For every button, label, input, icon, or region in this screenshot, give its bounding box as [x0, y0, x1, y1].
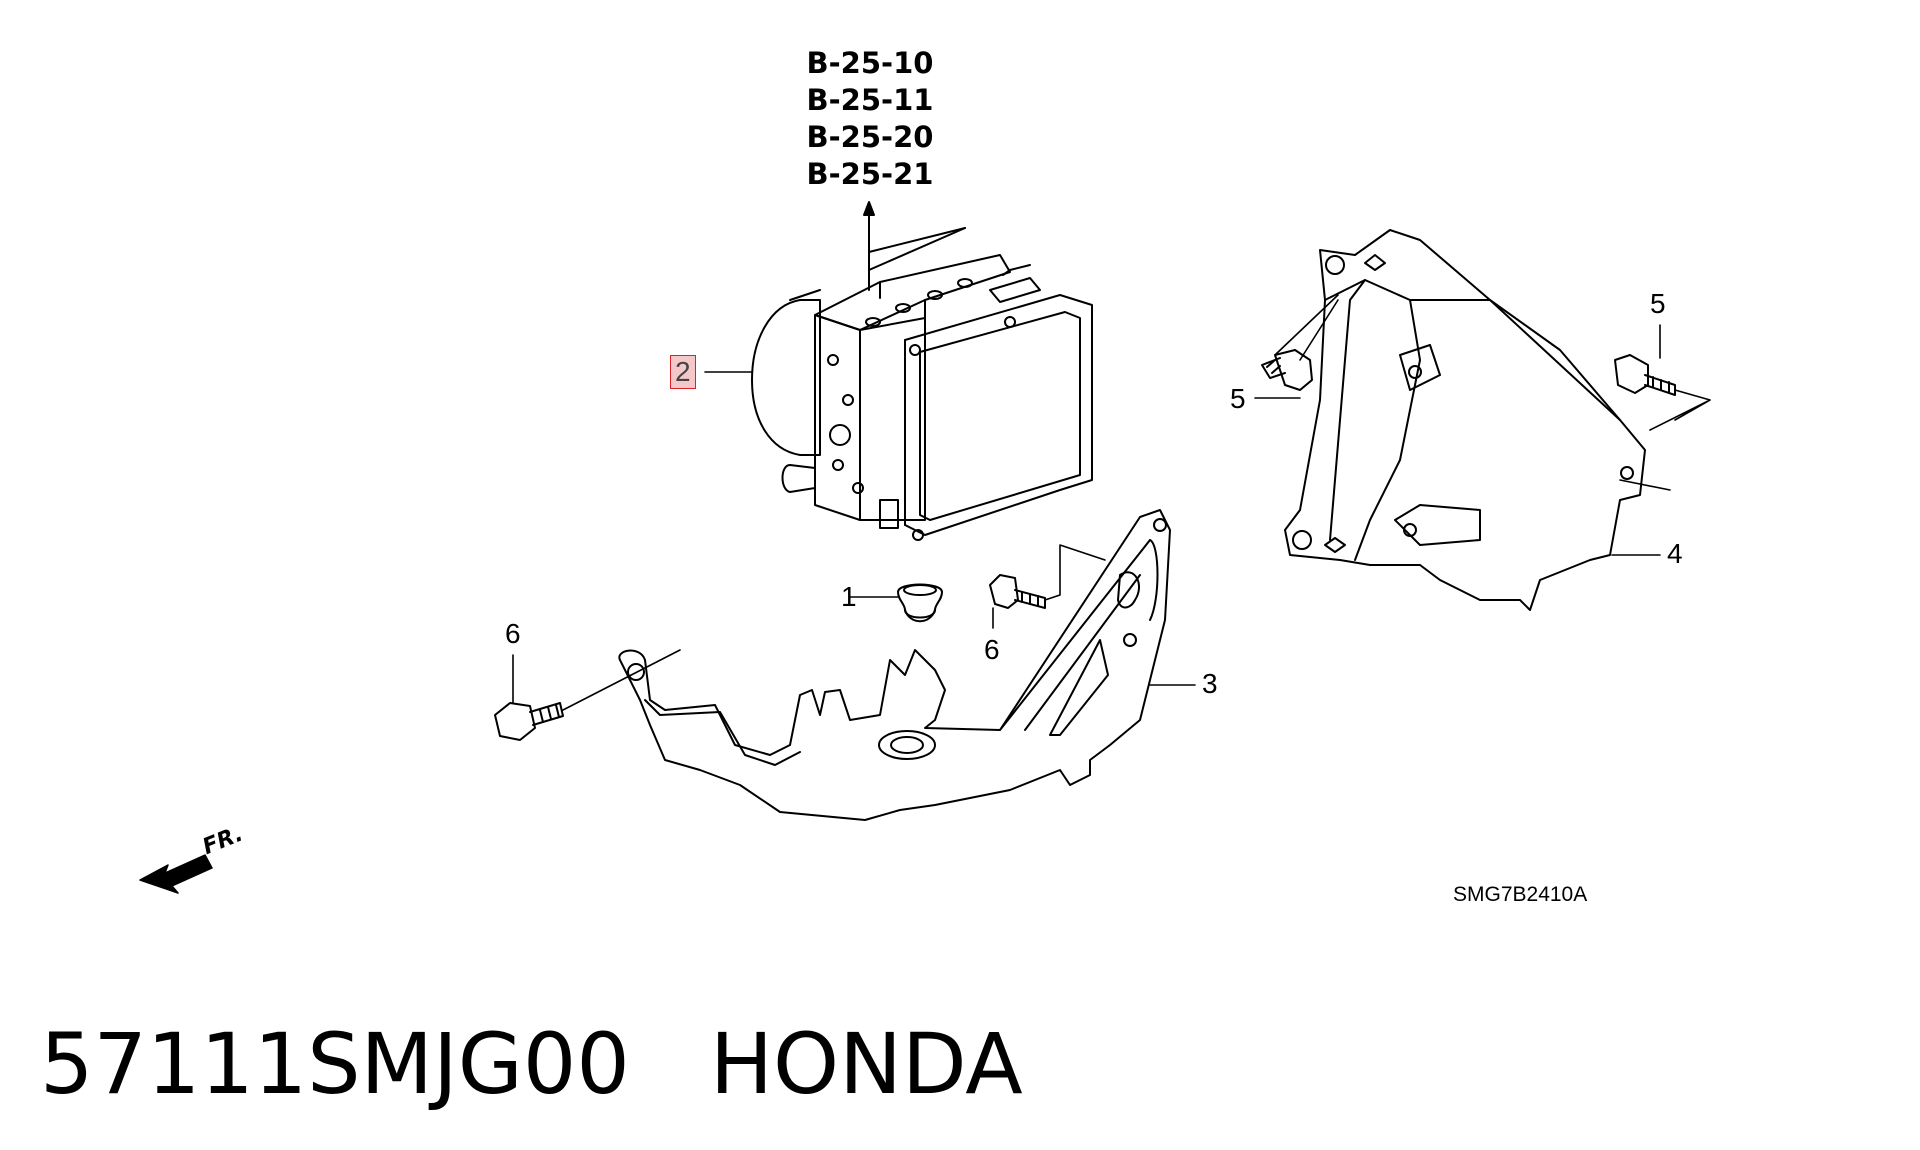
bolt-mid [989, 574, 1046, 609]
bolt-left [494, 702, 564, 741]
bolt-stay-right [1614, 354, 1676, 396]
reference-code: B-25-20 [806, 120, 934, 154]
bolt-stay-left [1261, 349, 1313, 391]
abs-modulator [751, 254, 1093, 541]
callout-5-right[interactable]: 5 [1650, 288, 1666, 319]
callout-6-middle[interactable]: 6 [984, 634, 1000, 665]
stay-bracket [1284, 229, 1646, 611]
lower-bracket [618, 509, 1171, 821]
reference-code: B-25-11 [806, 83, 934, 117]
reference-code: B-25-21 [806, 157, 934, 191]
part-number: 57111SMJG00 [40, 1015, 630, 1113]
callout-5-left[interactable]: 5 [1230, 383, 1246, 414]
callout-3[interactable]: 3 [1202, 668, 1218, 699]
reference-codes: B-25-10 B-25-11 B-25-20 B-25-21 [800, 45, 940, 193]
front-arrow-icon [139, 854, 213, 894]
callout-6-left[interactable]: 6 [505, 618, 521, 649]
leader-lines [512, 294, 1711, 711]
reference-code: B-25-10 [806, 46, 934, 80]
grommet [897, 583, 943, 623]
callout-4[interactable]: 4 [1667, 538, 1683, 569]
callout-1[interactable]: 1 [841, 581, 857, 612]
callout-2-highlighted[interactable]: 2 [670, 355, 696, 389]
reference-leader [863, 201, 966, 291]
brand-name: HONDA [709, 1015, 1023, 1113]
diagram-code: SMG7B2410A [1453, 883, 1588, 906]
part-caption: 57111SMJG00 HONDA [40, 1015, 1023, 1113]
